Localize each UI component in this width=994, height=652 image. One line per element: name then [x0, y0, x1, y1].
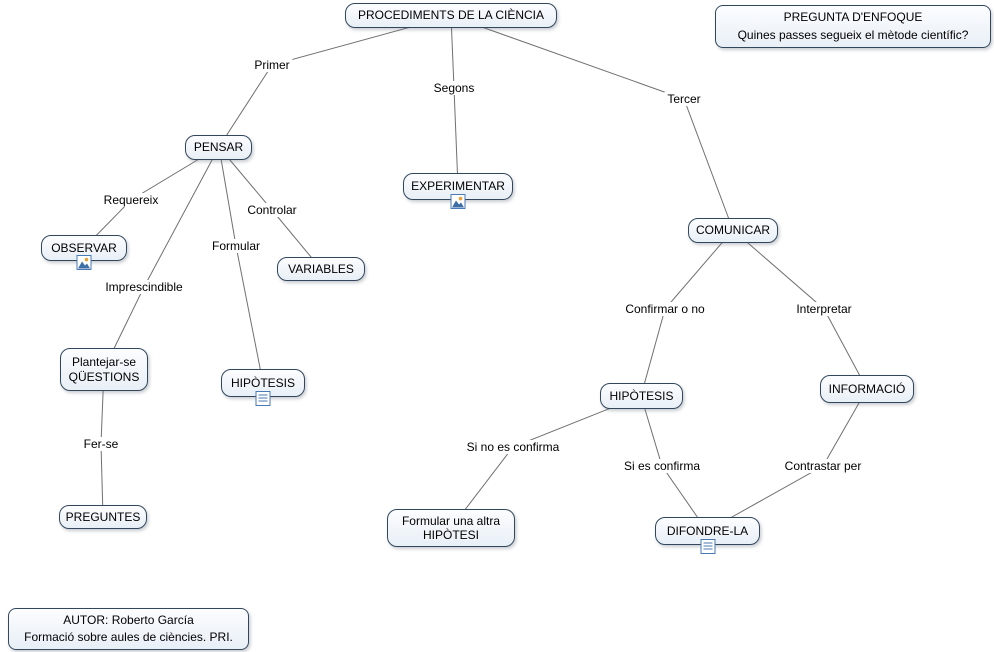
link-label-formular[interactable]: Formular	[208, 239, 264, 253]
connector-line	[218, 146, 264, 384]
image-resource-icon[interactable]	[76, 255, 92, 270]
concept-node-experimentar[interactable]: EXPERIMENTAR	[403, 173, 513, 209]
link-label-controlar[interactable]: Controlar	[244, 203, 300, 217]
link-label-fer-se[interactable]: Fer-se	[80, 437, 122, 451]
focus-question-box: PREGUNTA D'ENFOQUE Quines passes segueix…	[715, 5, 991, 48]
node-label: EXPERIMENTAR	[411, 179, 505, 194]
link-label-tercer[interactable]: Tercer	[664, 92, 704, 106]
link-label-contrastar-per[interactable]: Contrastar per	[781, 459, 865, 473]
node-label: PREGUNTES	[65, 509, 141, 524]
document-resource-icon[interactable]	[255, 391, 271, 406]
concept-node-procediments[interactable]: PROCEDIMENTS DE LA CIÈNCIA	[345, 3, 557, 28]
connector-line	[218, 15, 452, 148]
link-label-segons[interactable]: Segons	[430, 81, 478, 95]
node-label: Plantejar-se QÜESTIONS	[68, 355, 140, 384]
node-label: INFORMACIÓ	[828, 381, 906, 396]
concept-node-plantejar-questions[interactable]: Plantejar-se QÜESTIONS	[60, 348, 148, 391]
document-resource-icon[interactable]	[700, 539, 715, 554]
link-label-requereix[interactable]: Requereix	[100, 193, 162, 207]
node-label: VARIABLES	[288, 261, 354, 276]
concept-node-comunicar[interactable]: COMUNICAR	[688, 218, 778, 243]
image-resource-icon[interactable]	[450, 194, 466, 209]
concept-node-difondre-la[interactable]: DIFONDRE-LA	[655, 517, 760, 554]
node-label: OBSERVAR	[51, 240, 117, 255]
node-label: PROCEDIMENTS DE LA CIÈNCIA	[357, 8, 545, 23]
concept-node-observar[interactable]: OBSERVAR	[41, 235, 127, 270]
concept-node-pensar[interactable]: PENSAR	[185, 135, 252, 160]
link-label-primer[interactable]: Primer	[251, 58, 293, 72]
concept-node-hipotesis-formular[interactable]: HIPÒTESIS	[221, 369, 305, 406]
focus-question-text: Quines passes segueix el mètode científi…	[737, 27, 969, 42]
link-label-confirmar-o-no[interactable]: Confirmar o no	[622, 302, 708, 316]
node-label: DIFONDRE-LA	[666, 523, 749, 538]
node-label: PENSAR	[193, 140, 244, 155]
concept-node-formular-altra-hipotesi[interactable]: Formular una altra HIPÒTESI	[387, 509, 515, 547]
focus-question-title: PREGUNTA D'ENFOQUE	[783, 10, 923, 25]
concept-node-informacio[interactable]: INFORMACIÓ	[820, 375, 914, 403]
author-box: AUTOR: Roberto García Formació sobre aul…	[8, 608, 249, 650]
node-label: Formular una altra HIPÒTESI	[401, 513, 501, 542]
node-label: COMUNICAR	[696, 223, 770, 238]
connector-line	[450, 15, 459, 188]
link-label-si-no-es-confirma[interactable]: Si no es confirma	[463, 440, 563, 454]
link-label-interpretar[interactable]: Interpretar	[793, 302, 855, 316]
author-name: AUTOR: Roberto García	[63, 612, 194, 627]
concept-node-variables[interactable]: VARIABLES	[277, 257, 365, 281]
link-label-si-es-confirma[interactable]: Si es confirma	[620, 459, 704, 473]
author-description: Formació sobre aules de ciències. PRI.	[24, 630, 233, 644]
link-label-imprescindible[interactable]: Imprescindible	[102, 280, 186, 294]
concept-node-preguntes[interactable]: PREGUNTES	[59, 505, 147, 529]
concept-node-hipotesis-comunicar[interactable]: HIPÒTESIS	[600, 383, 683, 409]
node-label: HIPÒTESIS	[609, 388, 674, 403]
node-label: HIPÒTESIS	[230, 375, 295, 390]
